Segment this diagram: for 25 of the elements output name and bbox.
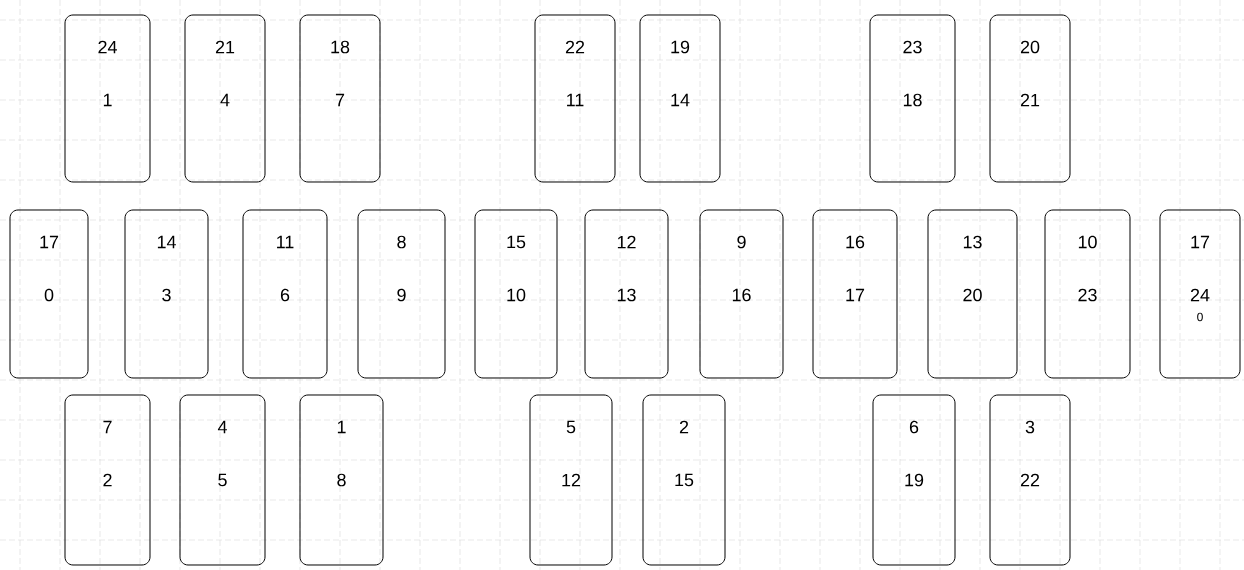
card: 16 17	[812, 209, 898, 379]
card: 2 15	[642, 394, 726, 566]
card: 6 19	[872, 394, 956, 566]
card: 13 20	[927, 209, 1018, 379]
card: 18 7	[299, 14, 381, 183]
card: 15 10	[474, 209, 558, 379]
card: 21 4	[184, 14, 266, 183]
card: 5 12	[529, 394, 613, 566]
card: 14 3	[124, 209, 209, 379]
card: 4 5	[179, 394, 266, 566]
card: 7 2	[64, 394, 151, 566]
card: 23 18	[869, 14, 956, 183]
card: 17 24 0	[1159, 209, 1241, 379]
card: 20 21	[989, 14, 1071, 183]
card: 9 16	[699, 209, 784, 379]
card: 10 23	[1044, 209, 1131, 379]
card: 22 11	[534, 14, 616, 183]
card: 11 6	[242, 209, 328, 379]
card: 24 1	[64, 14, 151, 183]
card: 12 13	[584, 209, 669, 379]
card: 1 8	[299, 394, 384, 566]
card: 19 14	[639, 14, 721, 183]
card: 8 9	[357, 209, 446, 379]
card: 17 0	[9, 209, 89, 379]
card: 3 22	[989, 394, 1071, 566]
